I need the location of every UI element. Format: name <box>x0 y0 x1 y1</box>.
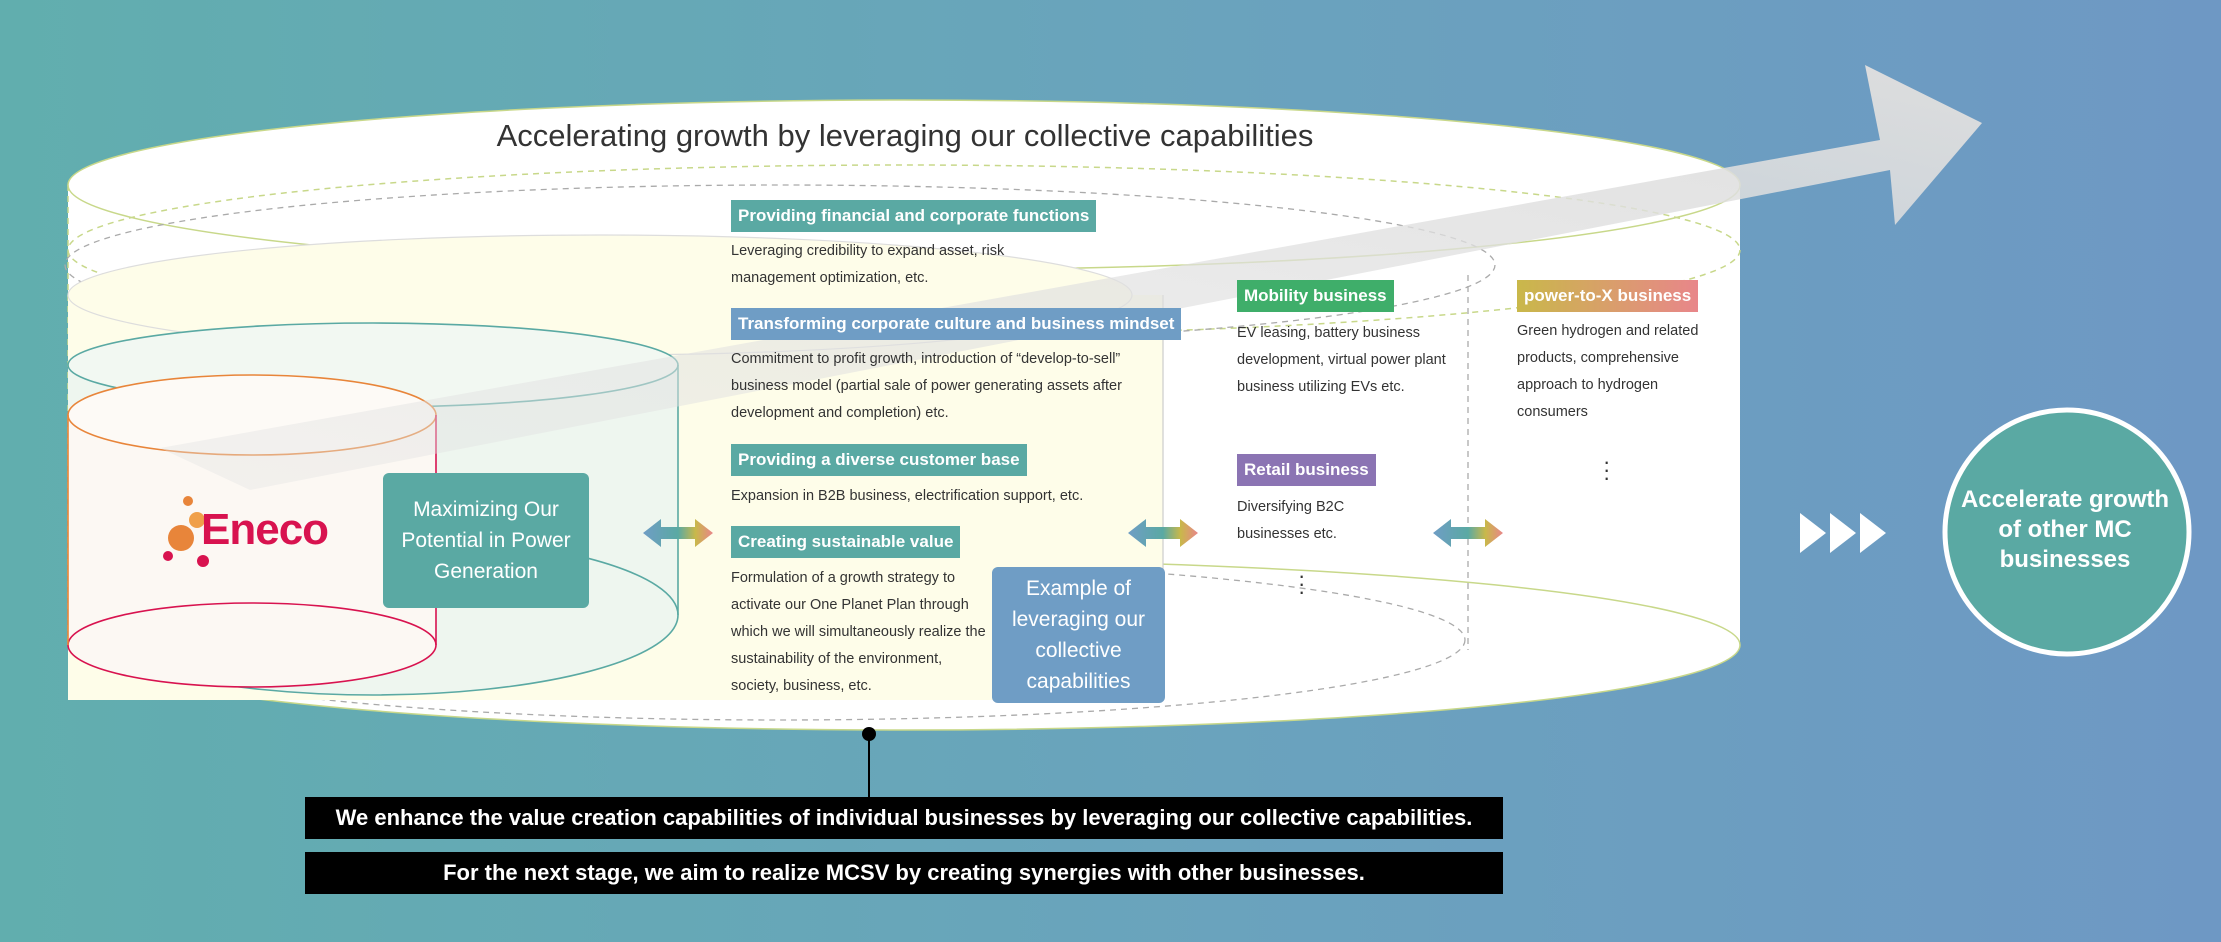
double-arrow-3 <box>1433 519 1503 547</box>
business-desc-retail: Diversifying B2C businesses etc. <box>1237 499 1345 542</box>
example-box: Example of leveraging our collective cap… <box>992 567 1165 703</box>
capability-desc-culture: Commitment to profit growth, introductio… <box>731 351 1122 421</box>
outcome-label: Accelerate growth of other MC businesses <box>1960 486 2170 573</box>
statement-bar-1: We enhance the value creation capabiliti… <box>305 797 1503 839</box>
capability-tag-sustainable: Creating sustainable value <box>731 526 961 558</box>
capability-tag-customer: Providing a diverse customer base <box>731 444 1027 476</box>
capability-tag-culture: Transforming corporate culture and busin… <box>731 308 1182 340</box>
more-businesses-dots-2: ··· <box>1603 449 1611 490</box>
capability-desc-financial: Leveraging credibility to expand asset, … <box>731 243 1005 286</box>
eneco-potential-label: Maximizing Our Potential in Power Genera… <box>401 498 571 583</box>
business-desc-power-to-x: Green hydrogen and related products, com… <box>1517 323 1699 420</box>
page-title: Accelerating growth by leveraging our co… <box>496 118 1314 153</box>
capability-desc-customer: Expansion in B2B business, electrificati… <box>731 488 1084 504</box>
statement-bar-2: For the next stage, we aim to realize MC… <box>305 852 1503 894</box>
business-tag-retail: Retail business <box>1237 454 1376 486</box>
eneco-logo-icon <box>163 496 209 567</box>
business-desc-mobility: EV leasing, battery business development… <box>1237 325 1446 395</box>
statement-1: We enhance the value creation capabiliti… <box>335 805 1473 830</box>
more-businesses-dots-1: ··· <box>1298 563 1306 604</box>
capability-tag-financial: Providing financial and corporate functi… <box>731 200 1097 232</box>
business-tag-power-to-x: power-to-X business <box>1517 280 1699 312</box>
outcome-circle <box>1942 407 2192 657</box>
eneco-potential-box: Maximizing Our Potential in Power Genera… <box>383 473 589 608</box>
example-box-label: Example of leveraging our collective cap… <box>1011 577 1146 693</box>
connector-line <box>862 727 876 798</box>
double-arrow-2 <box>1128 519 1198 547</box>
eneco-logo-text: Eneco <box>201 505 329 554</box>
triple-arrow-icon <box>1800 513 1886 553</box>
double-arrow-1 <box>643 519 713 547</box>
capability-desc-sustainable: Formulation of a growth strategy to acti… <box>731 570 986 694</box>
business-tag-mobility: Mobility business <box>1237 280 1394 312</box>
statement-2: For the next stage, we aim to realize MC… <box>443 860 1365 885</box>
growth-arrow <box>160 65 1982 490</box>
